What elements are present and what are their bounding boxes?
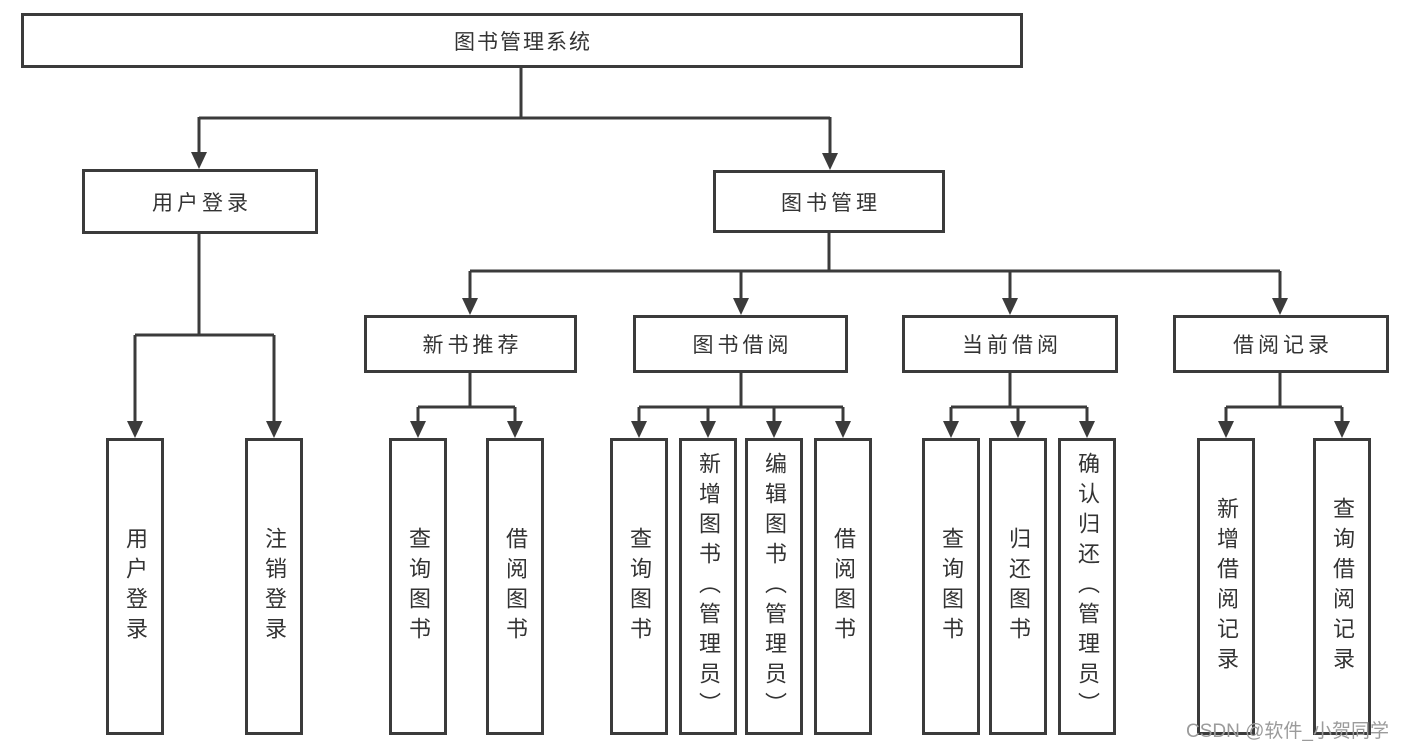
node-leaf-cur-confirm-return-admin: 确认归还（管理员） [1058, 438, 1116, 735]
node-leaf-bw-borrow-books: 借阅图书 [814, 438, 872, 735]
node-book-borrow: 图书借阅 [633, 315, 848, 373]
node-leaf-bw-query-books: 查询图书 [610, 438, 668, 735]
arrow-new-books-icon [462, 298, 478, 315]
arrow-nb-query-icon [410, 421, 426, 438]
node-leaf-nb-borrow-books: 借阅图书 [486, 438, 544, 735]
arrow-cur-query-icon [943, 421, 959, 438]
node-leaf-logout: 注销登录 [245, 438, 303, 735]
node-leaf-cur-query-books: 查询图书 [922, 438, 980, 735]
node-leaf-bw-edit-books-admin: 编辑图书（管理员） [745, 438, 803, 735]
arrow-leaf-logout-icon [266, 421, 282, 438]
node-current-borrow: 当前借阅 [902, 315, 1118, 373]
arrow-current-icon [1002, 298, 1018, 315]
arrow-borrow-icon [733, 298, 749, 315]
arrow-user-login-icon [191, 152, 207, 169]
node-leaf-cur-return-books: 归还图书 [989, 438, 1047, 735]
node-user-login: 用户登录 [82, 169, 318, 234]
arrow-bw-add-icon [700, 421, 716, 438]
node-borrow-records: 借阅记录 [1173, 315, 1389, 373]
node-leaf-rec-add-record: 新增借阅记录 [1197, 438, 1255, 735]
node-leaf-rec-query-record: 查询借阅记录 [1313, 438, 1371, 735]
arrow-bw-edit-icon [766, 421, 782, 438]
node-book-management: 图书管理 [713, 170, 945, 233]
arrow-nb-borrow-icon [507, 421, 523, 438]
arrow-cur-return-icon [1010, 421, 1026, 438]
arrow-records-icon [1272, 298, 1288, 315]
arrow-book-mgmt-icon [822, 153, 838, 170]
node-leaf-user-login: 用户登录 [106, 438, 164, 735]
arrow-rec-add-icon [1218, 421, 1234, 438]
node-new-book-recommend: 新书推荐 [364, 315, 577, 373]
arrow-bw-borrow-icon [835, 421, 851, 438]
arrow-leaf-login-icon [127, 421, 143, 438]
arrow-bw-query-icon [631, 421, 647, 438]
node-leaf-nb-query-books: 查询图书 [389, 438, 447, 735]
csdn-watermark: CSDN @软件_小贺同学 [1186, 721, 1389, 742]
arrow-cur-confirm-icon [1079, 421, 1095, 438]
arrow-rec-query-icon [1334, 421, 1350, 438]
node-root-system: 图书管理系统 [21, 13, 1023, 68]
node-leaf-bw-add-books-admin: 新增图书（管理员） [679, 438, 737, 735]
